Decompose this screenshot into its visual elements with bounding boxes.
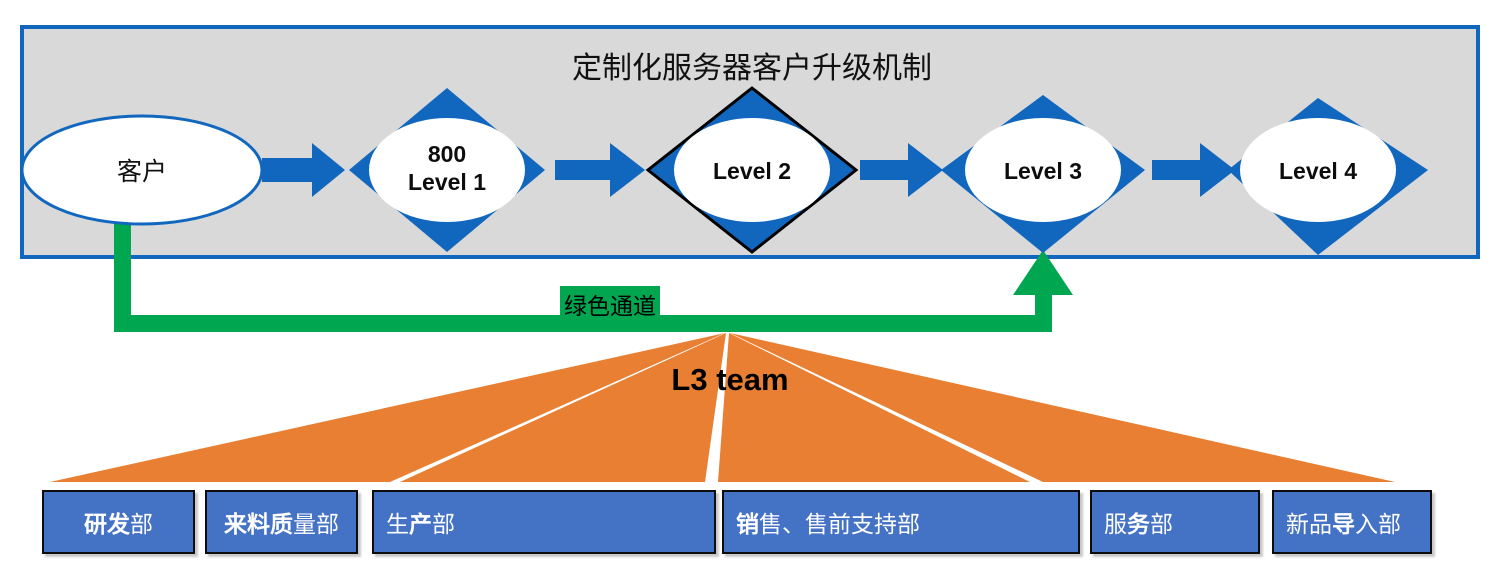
page-title: 定制化服务器客户升级机制: [572, 51, 932, 86]
level-4-inner-ellipse: [1240, 118, 1396, 222]
level-1-label-line2: Level 1: [408, 169, 486, 196]
level-2-inner-ellipse: [674, 118, 830, 222]
arrow-level-2-to-level-3: [860, 143, 943, 197]
node-level-3[interactable]: [941, 95, 1145, 253]
arrow-level-3-to-level-4: [1152, 143, 1235, 197]
dept-npi-regular: 入部: [1355, 511, 1401, 537]
dept-box-production[interactable]: 生产部: [372, 490, 716, 554]
node-level-4[interactable]: [1228, 98, 1428, 255]
dept-box-npi[interactable]: 新品导入部: [1272, 490, 1432, 554]
dept-production-regular: 部: [432, 511, 455, 537]
level-3-inner-ellipse: [965, 118, 1121, 222]
dept-rd-bold: 研发: [84, 511, 130, 537]
dept-box-service[interactable]: 服务部: [1090, 490, 1260, 554]
fan-wedge-1: [50, 333, 725, 482]
dept-iqc-regular: 量部: [293, 511, 339, 537]
level-1-label-line1: 800: [427, 141, 467, 167]
l3-team-fan: [50, 333, 1395, 482]
customer-ellipse[interactable]: [20, 114, 264, 226]
level-3-label: Level 3: [1004, 158, 1082, 184]
dept-npi-bold: 导: [1332, 511, 1355, 537]
dept-rd-regular: 部: [130, 511, 153, 537]
dept-service-bold: 务: [1127, 511, 1150, 537]
fan-wedge-3: [718, 333, 1030, 482]
green-channel-label: 绿色通道: [560, 286, 660, 324]
fan-wedge-2: [400, 333, 726, 482]
dept-iqc-bold: 来料质: [224, 511, 293, 537]
dept-box-sales[interactable]: 销售、售前支持部: [722, 490, 1080, 554]
arrow-level-1-to-level-2: [555, 143, 645, 197]
dept-sales-regular: 售、售前支持部: [759, 511, 920, 537]
green-segment-vertical-left: [114, 200, 131, 332]
dept-box-rd[interactable]: 研发部: [42, 490, 195, 554]
customer-node-label: 客户: [116, 157, 167, 186]
dept-box-iqc[interactable]: 来料质量部: [205, 490, 358, 554]
green-arrowhead-up-icon: [1013, 250, 1073, 295]
dept-production-prefix: 生: [386, 511, 409, 537]
green-segment-vertical-right: [1035, 290, 1052, 332]
dept-production-bold: 产: [409, 511, 432, 537]
flow-arrows: [262, 143, 1235, 197]
fan-wedge-4: [730, 333, 1395, 482]
arrow-customer-to-level-1: [262, 143, 345, 197]
node-level-2[interactable]: [645, 86, 859, 254]
level-4-label: Level 4: [1279, 158, 1357, 184]
node-level-1[interactable]: [349, 88, 545, 252]
l3-team-label: L3 team: [671, 362, 789, 397]
dept-sales-bold: 销: [736, 511, 759, 537]
level-1-label: 800 Level 1: [367, 140, 527, 196]
level-1-inner-ellipse: [369, 118, 525, 222]
level-2-label: Level 2: [713, 158, 791, 184]
dept-npi-prefix: 新品: [1286, 511, 1332, 537]
dept-service-regular: 部: [1150, 511, 1173, 537]
dept-service-prefix: 服: [1104, 511, 1127, 537]
